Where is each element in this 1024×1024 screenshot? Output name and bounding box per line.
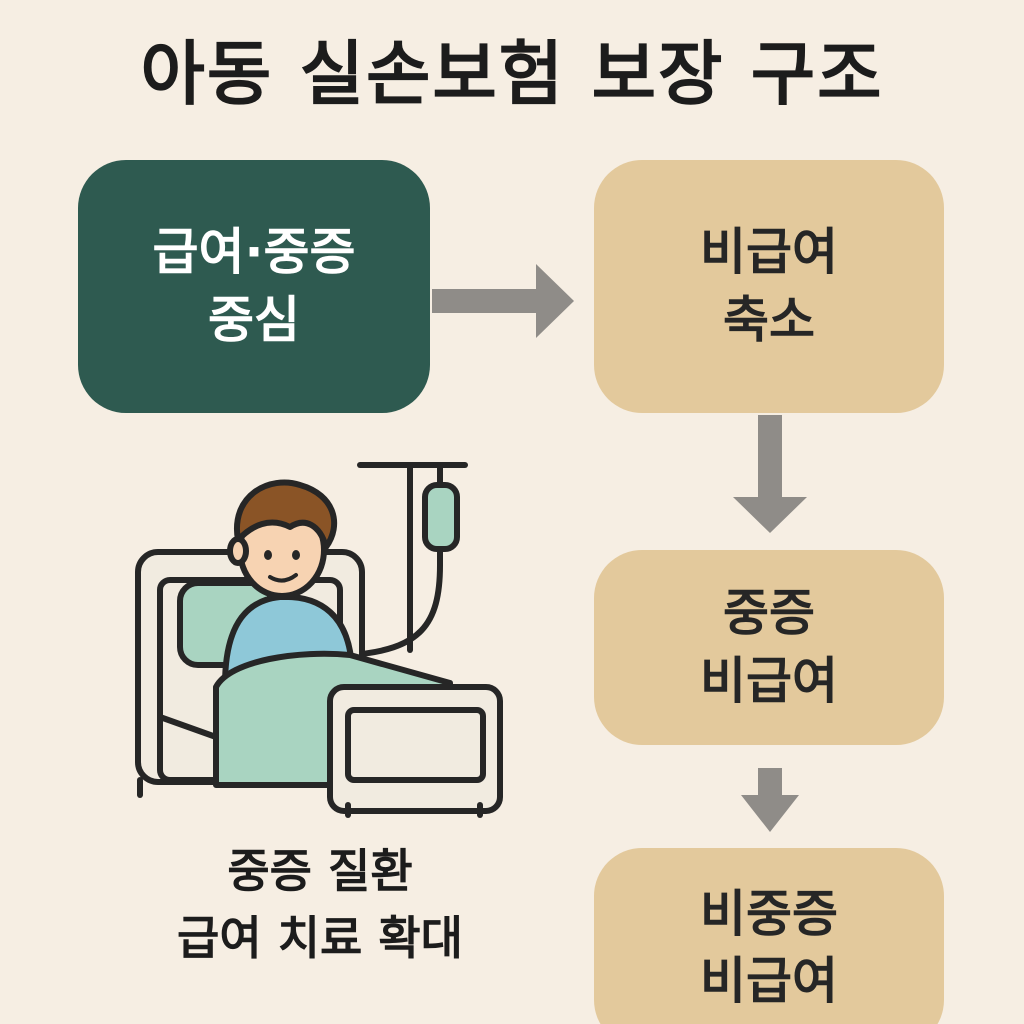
arrow-right-icon bbox=[432, 264, 574, 338]
flow-box-severe-non-benefit: 중증 비급여 bbox=[594, 550, 944, 745]
flow-box-non-severe-non-benefit: 비중증 비급여 bbox=[594, 848, 944, 1024]
box-label-line1: 비중증 bbox=[700, 884, 838, 943]
box-label-line1: 비급여 bbox=[700, 223, 838, 281]
arrow-down-icon bbox=[733, 415, 807, 533]
mouth bbox=[268, 573, 298, 583]
eye-left bbox=[264, 550, 272, 560]
flow-box-non-benefit-reduction: 비급여 축소 bbox=[594, 160, 944, 413]
eye-right bbox=[292, 550, 300, 560]
box-label-line2: 비급여 bbox=[700, 651, 838, 710]
page-title: 아동 실손보험 보장 구조 bbox=[140, 33, 884, 115]
box-label-line2: 중심 bbox=[208, 290, 300, 349]
illustration-caption: 중증 질환 급여 치료 확대 bbox=[110, 838, 530, 971]
iv-bag-icon bbox=[422, 482, 460, 552]
iv-tube bbox=[347, 562, 443, 658]
arrow-down-icon bbox=[741, 768, 799, 832]
caption-line1: 중증 질환 bbox=[227, 844, 413, 898]
child-patient-illustration bbox=[135, 462, 503, 818]
child-hair bbox=[233, 479, 338, 550]
box-label-line1: 중증 bbox=[723, 584, 815, 642]
box-label-line2: 비급여 bbox=[700, 952, 838, 1010]
flow-box-benefit-severe-focus: 급여·중증 중심 bbox=[78, 160, 430, 413]
caption-line2: 급여 치료 확대 bbox=[177, 910, 463, 965]
box-label-line1: 급여·중증 bbox=[152, 223, 356, 281]
box-label-line2: 축소 bbox=[723, 290, 815, 349]
